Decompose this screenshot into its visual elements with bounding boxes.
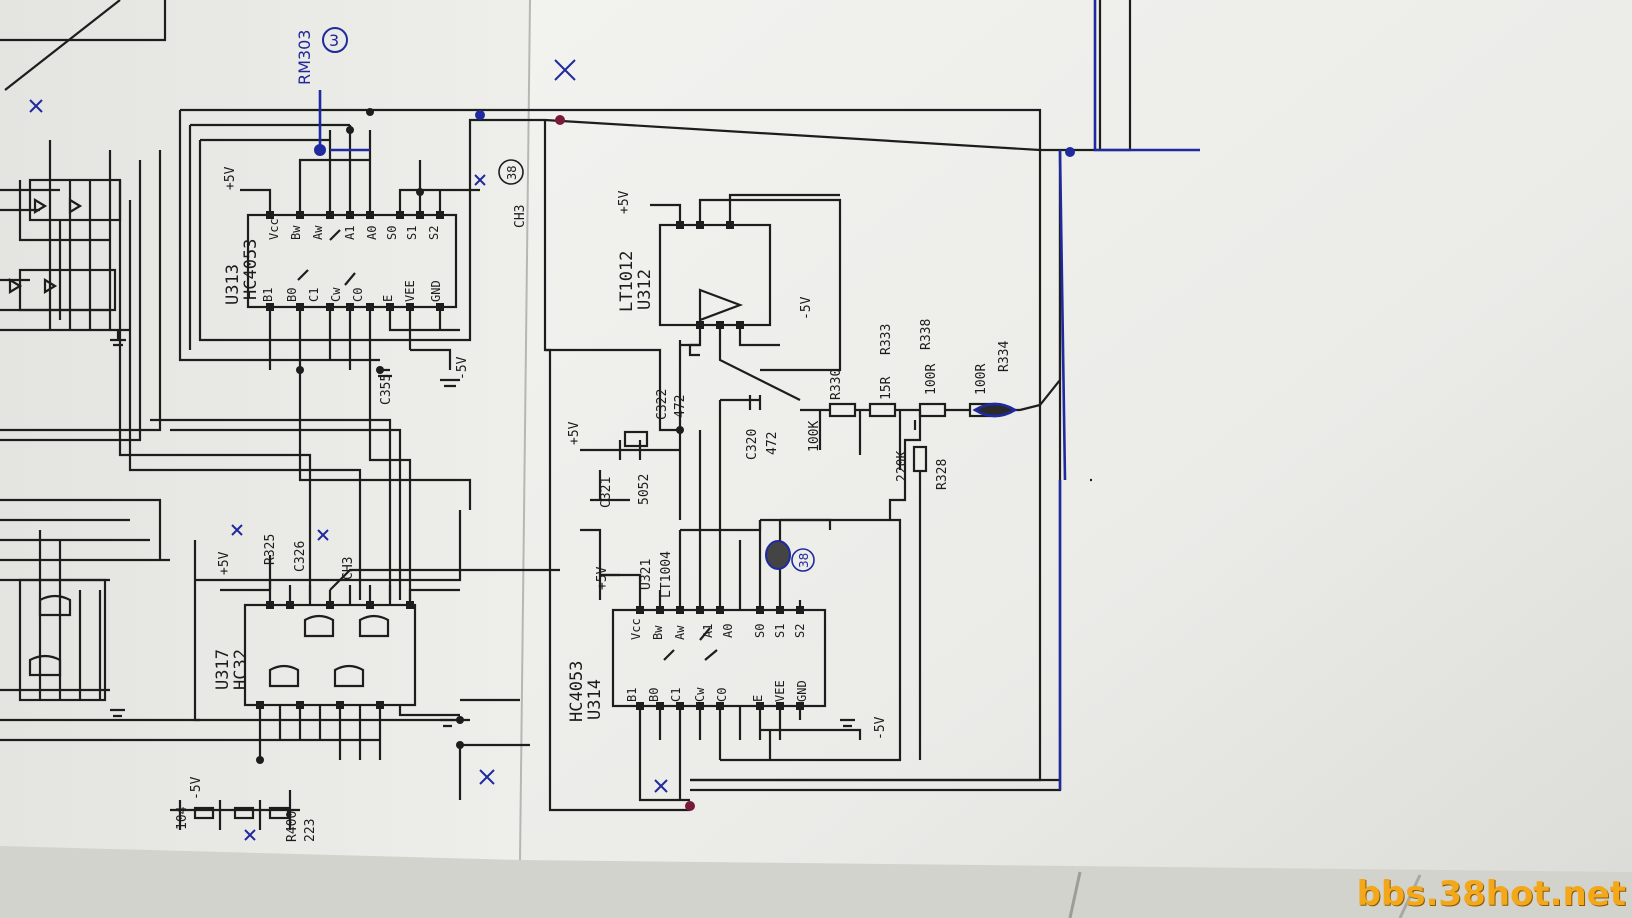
blue-annotations <box>318 0 1200 790</box>
u317-ref: U317 <box>213 649 233 690</box>
u314-pin-e: E <box>751 695 765 702</box>
ch3-circle-upper <box>498 159 524 185</box>
u314-pin-b0: B0 <box>647 688 661 702</box>
u313-vcc-supply: +5V <box>223 166 238 190</box>
u314-pin-gnd: GND <box>795 680 809 702</box>
r328-value: 220K <box>895 451 910 482</box>
u313-pin-cw: Cw <box>329 287 343 302</box>
paper-right <box>520 0 1632 872</box>
c322-value: 472 <box>673 395 688 418</box>
u314-circle-mark <box>791 548 815 572</box>
u314-vcc-supply: +5V <box>595 566 610 590</box>
c320-label: C320 <box>745 429 760 460</box>
u314-pin-a1: A1 <box>701 624 715 638</box>
u314-pin-c0: C0 <box>715 688 729 702</box>
u314-pin-s0: S0 <box>753 624 767 638</box>
u313-ref: U313 <box>223 264 243 305</box>
cap-223-value: 223 <box>303 819 318 842</box>
u314-vee-supply: -5V <box>873 716 888 740</box>
watermark: bbs.38hot.net <box>1356 874 1626 914</box>
u317-vcc-supply: +5V <box>217 551 232 575</box>
u314-pin-bw: Bw <box>651 625 665 640</box>
hand-marks <box>29 59 791 841</box>
u314-ref: U314 <box>585 679 605 720</box>
c321-value: 5052 <box>637 474 652 505</box>
u314-pin-s1: S1 <box>773 624 787 638</box>
u313-pin-b1: B1 <box>261 288 275 302</box>
u321-ref: U321 <box>639 559 654 590</box>
u312-vcc-supply: +5V <box>617 190 632 214</box>
u312-vee-supply: -5V <box>799 296 814 320</box>
c322-label: C322 <box>655 389 670 420</box>
u313-pin-bw: Bw <box>289 225 303 240</box>
floor-tile-line <box>1068 871 1082 918</box>
u312-ref: U312 <box>635 269 655 310</box>
cap-104-value: 104 <box>175 806 190 830</box>
ch3-label-upper: CH3 <box>513 205 528 228</box>
u313-pin-a1: A1 <box>343 226 357 240</box>
u314-pin-b1: B1 <box>625 688 639 702</box>
u312-part: LT1012 <box>617 251 637 312</box>
u313-pin-c1: C1 <box>307 288 321 302</box>
bottom-m5v-supply: -5V <box>189 776 204 800</box>
r338-label: R338 <box>919 319 934 350</box>
u313-pin-e: E <box>381 295 395 302</box>
r325-label: R325 <box>263 534 278 565</box>
pin-markers <box>256 211 804 710</box>
u314-pin-aw: Aw <box>673 625 687 640</box>
u313-part: HC4053 <box>241 239 261 300</box>
paper-seam <box>519 0 531 861</box>
u314-pin-cw: Cw <box>693 687 707 702</box>
u313-pin-s2: S2 <box>427 226 441 240</box>
u313-pin-aw: Aw <box>311 225 325 240</box>
c320-value: 472 <box>765 432 780 455</box>
u314-pin-vcc: Vcc <box>629 618 643 640</box>
r330-label: R330 <box>829 369 844 400</box>
c321-supply: +5V <box>567 421 582 445</box>
u314-pin-vee: VEE <box>773 680 787 702</box>
u314-pin-a0: A0 <box>721 624 735 638</box>
r333-label: R333 <box>879 324 894 355</box>
u313-vee-supply: -5V <box>455 356 470 380</box>
c321-label: C321 <box>599 477 614 508</box>
c355-label: C355 <box>379 374 394 405</box>
r334-value: 100R <box>974 364 989 395</box>
u313-pin-b0: B0 <box>285 288 299 302</box>
r330-value: 100K <box>807 421 822 452</box>
u314-circle-mark-number: 38 <box>797 553 811 568</box>
u314-part: HC4053 <box>567 661 587 722</box>
r400-label: R400 <box>285 811 300 842</box>
junction-dots <box>256 108 1075 811</box>
floor-tile-line <box>1398 874 1422 918</box>
u313-pin-vcc: Vcc <box>267 218 281 240</box>
u321-part: LT1004 <box>659 551 674 598</box>
u313-pin-s1: S1 <box>405 226 419 240</box>
ch3-circle-upper-number: 38 <box>505 166 519 180</box>
c326-label: C326 <box>293 541 308 572</box>
ch3-label-lower: CH3 <box>341 557 356 580</box>
u314-pin-c1: C1 <box>669 688 683 702</box>
rm303-circle-number: 3 <box>329 31 339 50</box>
u314-pin-s2: S2 <box>793 624 807 638</box>
u313-pin-c0: C0 <box>351 288 365 302</box>
rm303-label: RM303 <box>295 30 314 85</box>
r328-label: R328 <box>935 459 950 490</box>
r338-value: 100R <box>924 364 939 395</box>
rm303-circle <box>322 27 348 53</box>
u313-pin-vee: VEE <box>403 280 417 302</box>
r333-value: 15R <box>879 376 894 400</box>
u313-pin-gnd: GND <box>429 280 443 302</box>
u313-pin-s0: S0 <box>385 226 399 240</box>
u313-pin-a0: A0 <box>365 226 379 240</box>
u317-part: HC32 <box>231 649 251 690</box>
r334-label: R334 <box>997 341 1012 372</box>
